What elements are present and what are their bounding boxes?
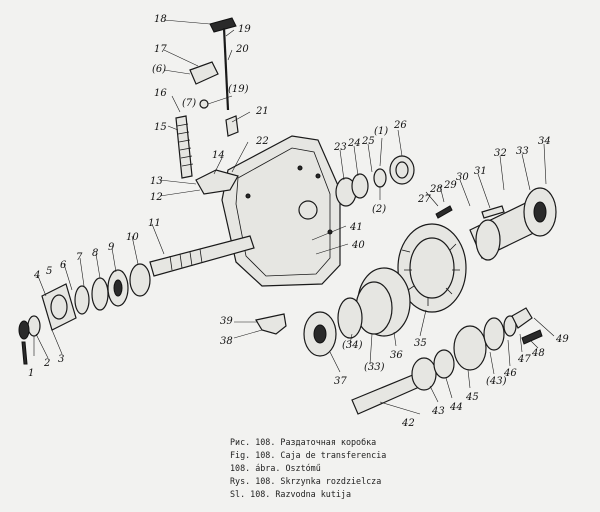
callout-label: 42 xyxy=(401,418,415,429)
callout-label: (43) xyxy=(486,376,507,387)
callout-label: 29 xyxy=(443,180,457,191)
callout-label: 48 xyxy=(531,348,545,359)
callout-label: (7) xyxy=(182,98,196,109)
callout-label: 31 xyxy=(474,166,487,177)
callout-label: 22 xyxy=(255,136,269,147)
callout-label: 25 xyxy=(361,136,375,147)
callout-label: 35 xyxy=(414,338,427,349)
caption-hungarian: 108. ábra. Osztómű xyxy=(230,463,321,473)
callout-label: 41 xyxy=(349,222,363,233)
callout-label: 2 xyxy=(43,358,50,369)
callout-label: 38 xyxy=(220,336,233,347)
callout-label: 49 xyxy=(555,334,569,345)
callout-label: 28 xyxy=(429,184,443,195)
shift-lever-assembly xyxy=(175,17,239,195)
callout-label: 34 xyxy=(538,136,551,147)
callout-label: 6 xyxy=(60,260,67,271)
callout-label: 45 xyxy=(465,392,479,403)
caption-spanish: Fig. 108. Caja de transferencia xyxy=(230,450,387,460)
large-gear xyxy=(397,223,467,313)
callout-label: 39 xyxy=(220,316,233,327)
rear-bearings-top xyxy=(335,155,415,207)
callout-label: 18 xyxy=(154,14,167,25)
callout-label: 9 xyxy=(108,242,115,253)
input-shaft xyxy=(149,235,255,277)
callout-label: 40 xyxy=(351,240,365,251)
callout-label: 43 xyxy=(431,406,445,417)
callout-label: 46 xyxy=(503,368,517,379)
callout-label: 4 xyxy=(33,270,40,281)
callout-label: (2) xyxy=(372,204,386,215)
callout-label: 1 xyxy=(28,368,34,379)
callout-label: 33 xyxy=(516,146,529,157)
callout-labels: 1 2 3 4 5 6 7 8 9 10 11 12 13 14 15 16 1… xyxy=(28,14,569,429)
callout-label: 16 xyxy=(154,88,167,99)
callout-label: (19) xyxy=(228,84,249,95)
output-shaft-assembly xyxy=(435,187,557,261)
exploded-view-diagram: 1 2 3 4 5 6 7 8 9 10 11 12 13 14 15 16 1… xyxy=(18,14,569,429)
lower-output-shaft xyxy=(351,307,543,415)
leader-lines xyxy=(33,19,555,415)
callout-label: 7 xyxy=(76,252,83,263)
callout-label: (33) xyxy=(364,362,385,373)
callout-label: 37 xyxy=(334,376,347,387)
callout-label: 30 xyxy=(456,172,469,183)
callout-label: 32 xyxy=(494,148,507,159)
callout-label: 15 xyxy=(154,122,167,133)
callout-label: 19 xyxy=(238,24,251,35)
transfer-case-housing xyxy=(221,135,341,287)
callout-label: 26 xyxy=(393,120,407,131)
figure-caption: Рис. 108. Раздаточная коробка Fig. 108. … xyxy=(230,436,590,501)
callout-label: 5 xyxy=(46,266,52,277)
callout-label: 23 xyxy=(333,142,347,153)
caption-russian: Рис. 108. Раздаточная коробка xyxy=(230,437,377,447)
callout-label: 8 xyxy=(92,248,98,259)
callout-label: 3 xyxy=(58,354,64,365)
callout-label: 44 xyxy=(449,402,463,413)
callout-label: 10 xyxy=(126,232,139,243)
callout-label: 11 xyxy=(148,218,161,229)
caption-polish: Rys. 108. Skrzynka rozdzielcza xyxy=(230,476,382,486)
callout-label: 12 xyxy=(150,192,163,203)
caption-serbian: Sl. 108. Razvodna kutija xyxy=(230,489,352,499)
callout-label: (6) xyxy=(152,64,166,75)
callout-label: 24 xyxy=(347,138,361,149)
callout-label: (34) xyxy=(342,340,363,351)
callout-label: 21 xyxy=(255,106,269,117)
callout-label: 14 xyxy=(212,150,225,161)
callout-label: (1) xyxy=(374,126,388,137)
callout-label: 13 xyxy=(150,176,163,187)
callout-label: 36 xyxy=(390,350,403,361)
callout-label: 47 xyxy=(517,354,531,365)
front-flange-and-bearings xyxy=(18,263,151,365)
callout-label: 27 xyxy=(417,194,431,205)
callout-label: 17 xyxy=(154,44,167,55)
middle-bearings xyxy=(255,267,411,357)
callout-label: 20 xyxy=(235,44,249,55)
